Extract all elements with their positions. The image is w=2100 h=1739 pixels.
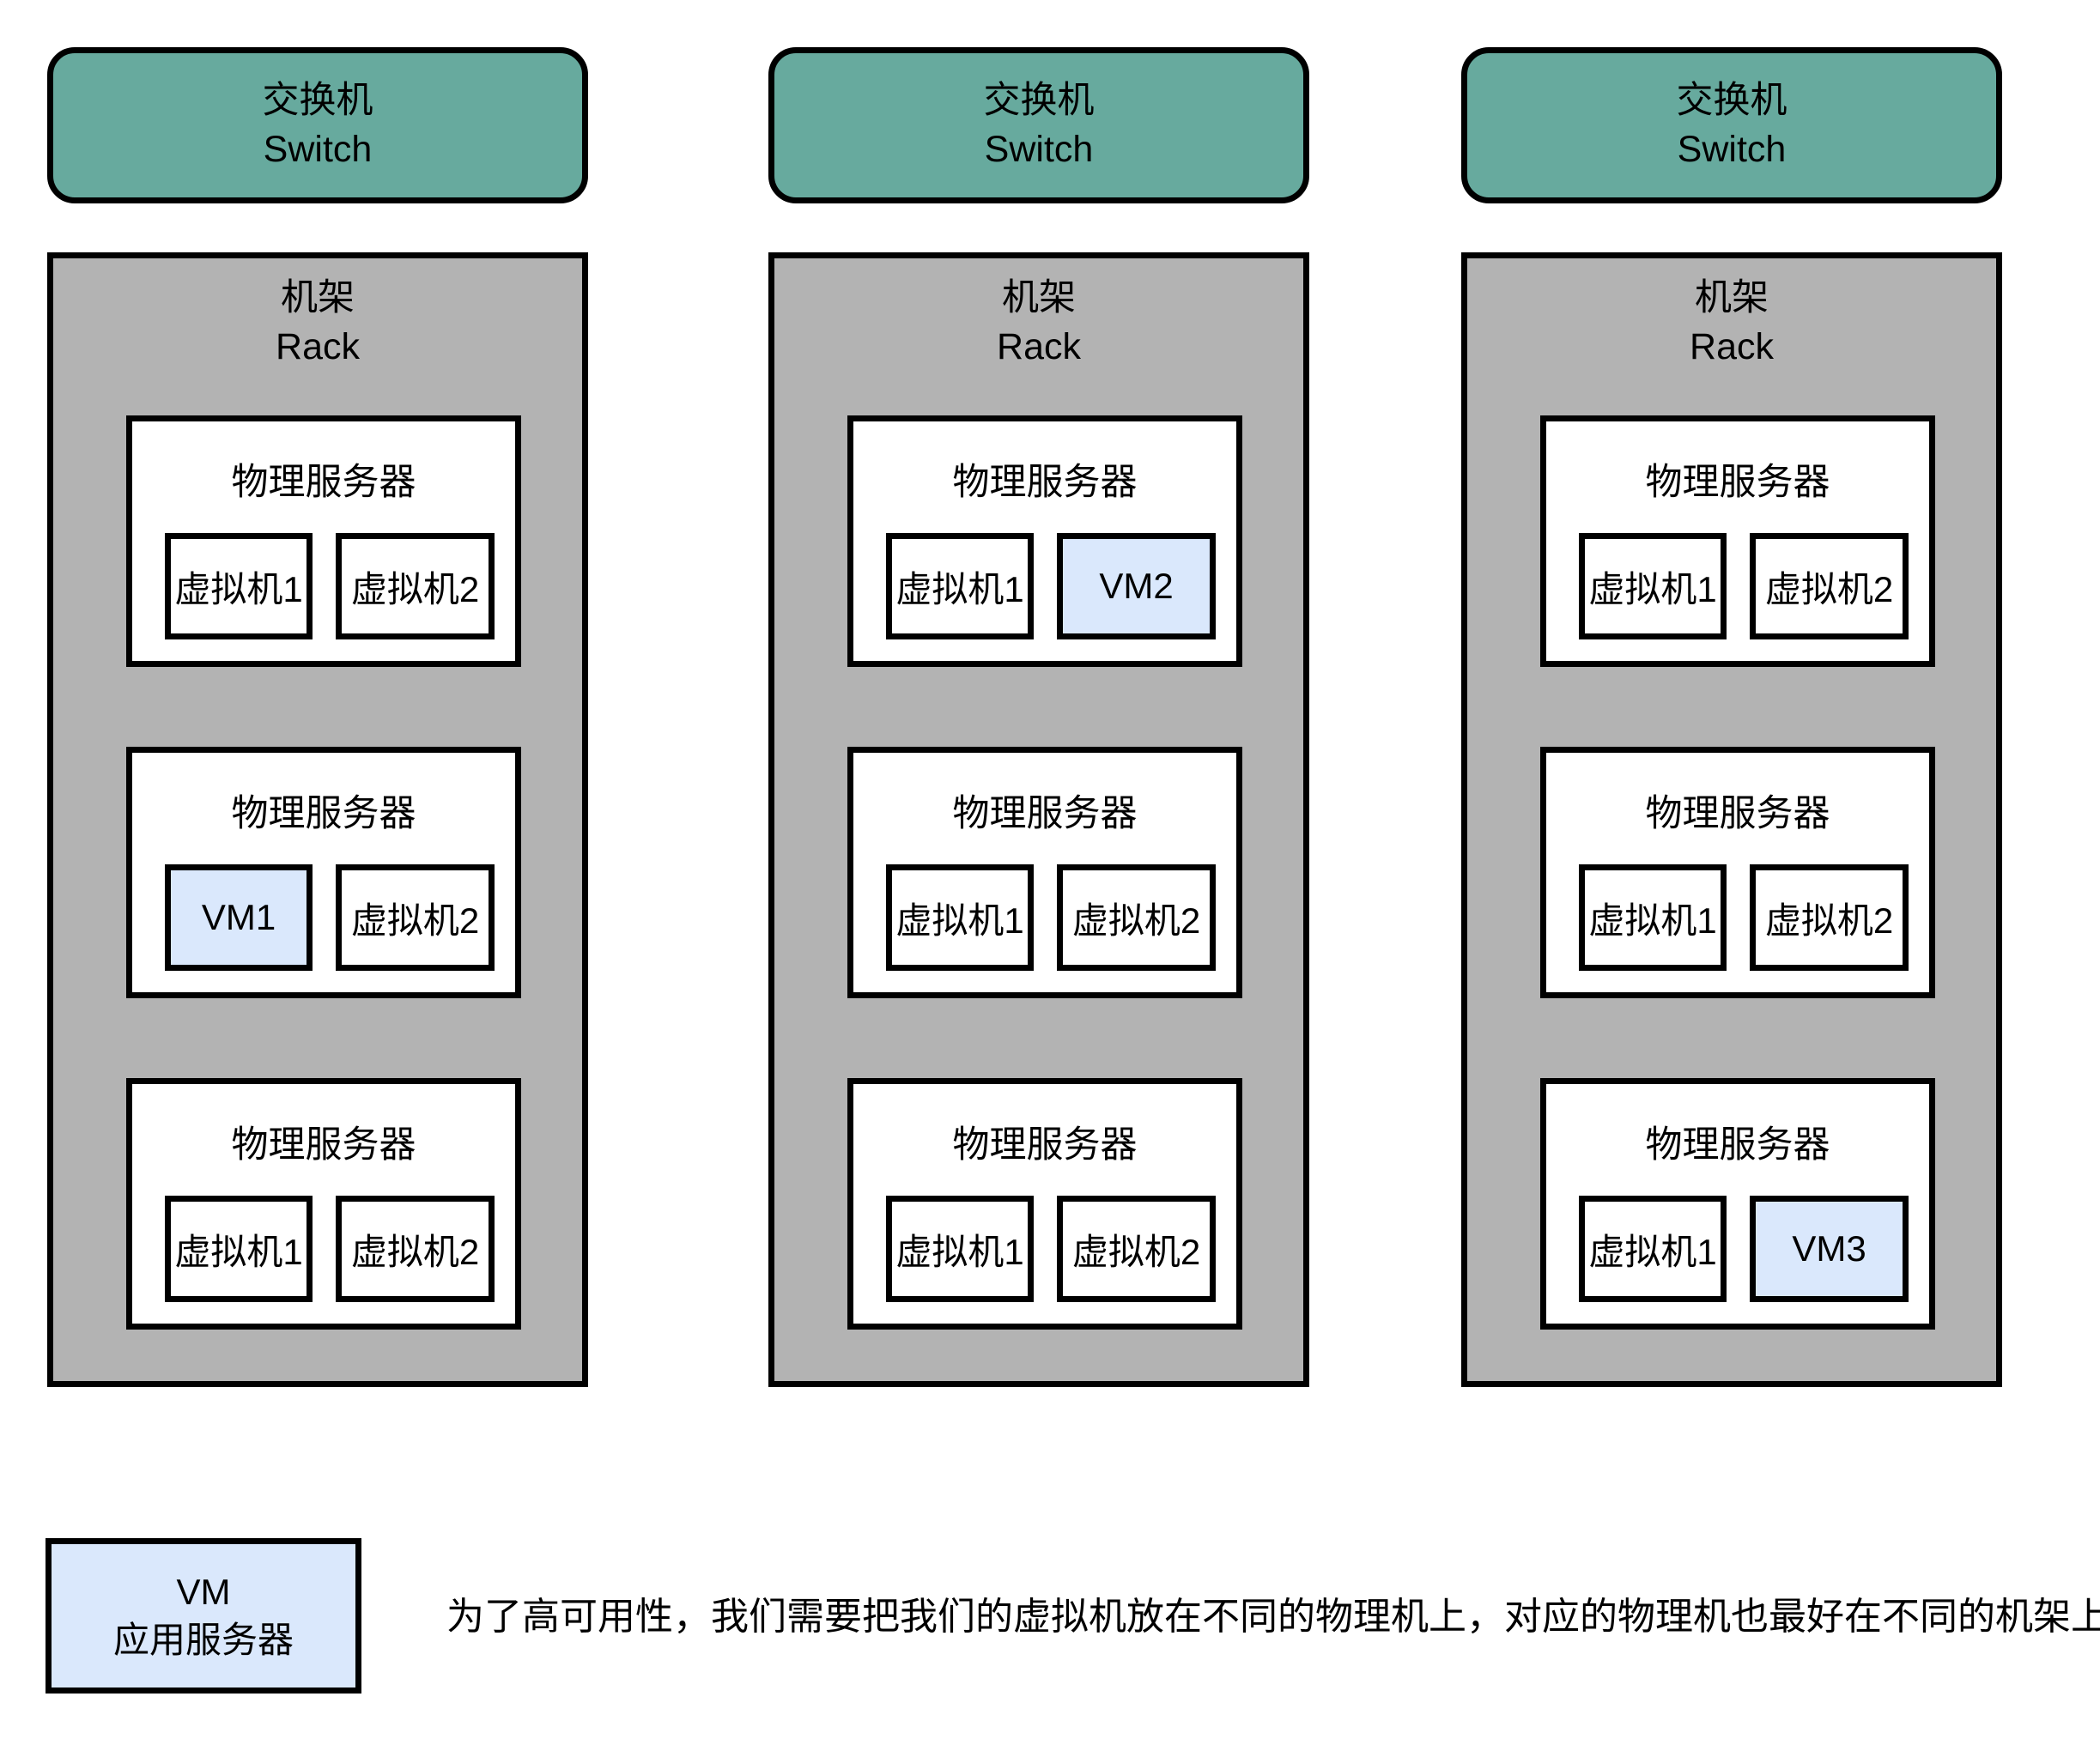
server-node: 物理服务器 虚拟机1 虚拟机2 (126, 415, 521, 667)
rack-label-en: Rack (1690, 325, 1774, 367)
vm-label: VM3 (1792, 1228, 1866, 1269)
vm-label: 虚拟机2 (1071, 1231, 1201, 1272)
legend-label-vm: VM (176, 1572, 231, 1613)
vm-label: VM2 (1099, 566, 1174, 606)
vm-label: 虚拟机2 (350, 1231, 480, 1272)
server-node: 物理服务器 VM1 虚拟机2 (126, 747, 521, 998)
rack-node: 机架 Rack 物理服务器 虚拟机1 虚拟机2 物理服务器 虚拟机1 虚拟机2 … (1461, 252, 2002, 1387)
vm-node: 虚拟机1 (886, 864, 1034, 971)
server-label: 物理服务器 (1645, 1124, 1830, 1166)
server-label: 物理服务器 (1645, 793, 1830, 834)
vm-node: 虚拟机1 (886, 1196, 1034, 1302)
legend-label-app-server: 应用服务器 (112, 1619, 294, 1660)
vm-node: 虚拟机2 (336, 864, 495, 971)
vm-label: 虚拟机2 (1764, 568, 1894, 609)
switch-label-zh: 交换机 (1676, 80, 1787, 122)
server-node: 物理服务器 虚拟机1 VM3 (1540, 1078, 1935, 1330)
rack-label-en: Rack (997, 325, 1081, 367)
switch-node: 交换机 Switch (47, 47, 588, 203)
vm-node-highlighted: VM2 (1057, 533, 1216, 639)
server-node: 物理服务器 虚拟机1 虚拟机2 (847, 1078, 1242, 1330)
server-node: 物理服务器 虚拟机1 虚拟机2 (847, 747, 1242, 998)
rack-label: 机架 Rack (774, 258, 1303, 372)
vm-node: 虚拟机1 (1579, 533, 1727, 639)
rack-label: 机架 Rack (1467, 258, 1996, 372)
vm-label: 虚拟机2 (350, 568, 480, 609)
rack-label-zh: 机架 (281, 277, 355, 318)
rack-label: 机架 Rack (53, 258, 582, 372)
switch-node: 交换机 Switch (1461, 47, 2002, 203)
vm-label: 虚拟机1 (1588, 1231, 1717, 1272)
vm-node: 虚拟机1 (1579, 864, 1727, 971)
legend-vm-app-server-box: VM 应用服务器 (46, 1538, 361, 1694)
vm-label: 虚拟机2 (1764, 900, 1894, 941)
vm-node: 虚拟机1 (165, 533, 313, 639)
vm-label: 虚拟机2 (1071, 900, 1201, 941)
server-label: 物理服务器 (1645, 462, 1830, 503)
rack-label-en: Rack (276, 325, 360, 367)
vm-node: 虚拟机2 (336, 533, 495, 639)
switch-label-en: Switch (984, 129, 1094, 170)
server-label: 物理服务器 (231, 793, 416, 834)
server-label: 物理服务器 (952, 462, 1138, 503)
vm-node: 虚拟机1 (165, 1196, 313, 1302)
switch-node: 交换机 Switch (768, 47, 1309, 203)
rack-label-zh: 机架 (1695, 277, 1769, 318)
server-node: 物理服务器 虚拟机1 虚拟机2 (1540, 747, 1935, 998)
vm-node-highlighted: VM1 (165, 864, 313, 971)
rack-column-3: 交换机 Switch 机架 Rack 物理服务器 虚拟机1 虚拟机2 物理服务器… (1461, 0, 2002, 1739)
vm-label: 虚拟机1 (895, 1231, 1024, 1272)
vm-node: 虚拟机1 (886, 533, 1034, 639)
vm-node: 虚拟机1 (1579, 1196, 1727, 1302)
server-label: 物理服务器 (952, 793, 1138, 834)
vm-node: 虚拟机2 (1057, 1196, 1216, 1302)
vm-label: 虚拟机1 (174, 568, 303, 609)
server-node: 物理服务器 虚拟机1 虚拟机2 (1540, 415, 1935, 667)
server-node: 物理服务器 虚拟机1 虚拟机2 (126, 1078, 521, 1330)
vm-label: 虚拟机1 (1588, 900, 1717, 941)
vm-node: 虚拟机2 (1057, 864, 1216, 971)
vm-node: 虚拟机2 (1750, 533, 1909, 639)
server-label: 物理服务器 (231, 1124, 416, 1166)
vm-label: 虚拟机1 (1588, 568, 1717, 609)
rack-node: 机架 Rack 物理服务器 虚拟机1 虚拟机2 物理服务器 VM1 虚拟机2 物… (47, 252, 588, 1387)
server-label: 物理服务器 (952, 1124, 1138, 1166)
server-label: 物理服务器 (231, 462, 416, 503)
vm-node: 虚拟机2 (336, 1196, 495, 1302)
vm-label: 虚拟机2 (350, 900, 480, 941)
switch-label-en: Switch (263, 129, 373, 170)
vm-label: 虚拟机1 (174, 1231, 303, 1272)
vm-label: 虚拟机1 (895, 568, 1024, 609)
rack-column-1: 交换机 Switch 机架 Rack 物理服务器 虚拟机1 虚拟机2 物理服务器… (47, 0, 588, 1739)
rack-column-2: 交换机 Switch 机架 Rack 物理服务器 虚拟机1 VM2 物理服务器 … (768, 0, 1309, 1739)
switch-label-en: Switch (1677, 129, 1787, 170)
vm-label: VM1 (201, 897, 276, 937)
server-node: 物理服务器 虚拟机1 VM2 (847, 415, 1242, 667)
caption-text: 为了高可用性，我们需要把我们的虚拟机放在不同的物理机上，对应的物理机也最好在不同… (446, 1596, 2100, 1638)
vm-label: 虚拟机1 (895, 900, 1024, 941)
vm-node: 虚拟机2 (1750, 864, 1909, 971)
vm-node-highlighted: VM3 (1750, 1196, 1909, 1302)
rack-node: 机架 Rack 物理服务器 虚拟机1 VM2 物理服务器 虚拟机1 虚拟机2 物… (768, 252, 1309, 1387)
rack-label-zh: 机架 (1002, 277, 1076, 318)
switch-label-zh: 交换机 (262, 80, 373, 122)
switch-label-zh: 交换机 (983, 80, 1095, 122)
